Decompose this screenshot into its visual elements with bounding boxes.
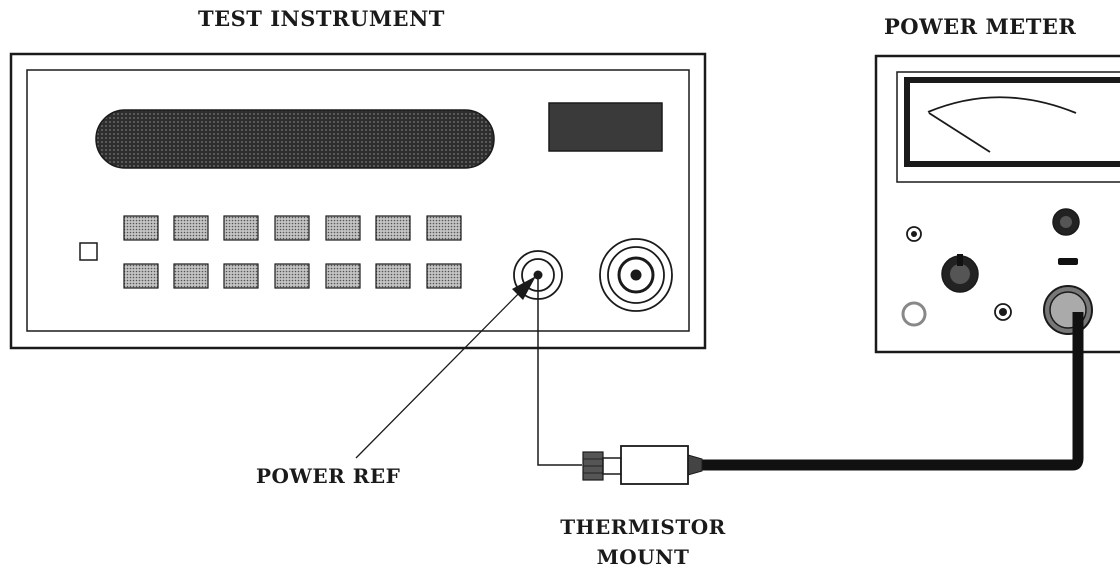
indicator-lamp [901,301,927,327]
power-switch [79,242,98,261]
keypad [123,215,462,289]
power-meter [874,54,1120,354]
key [173,215,209,241]
zero-switch [1058,258,1078,265]
mount-collar [602,457,622,475]
key [123,215,159,241]
test-instrument-title: TEST INSTRUMENT [198,6,445,31]
reference-cable [537,277,582,466]
key [375,263,411,289]
key [223,215,259,241]
power-ref-connector [513,250,563,300]
power-ref-label: POWER REF [256,464,401,488]
power-ref-arrowhead [512,276,536,300]
thermistor-mount-label-line2: MOUNT [596,545,690,569]
sensor-input-connector [1043,285,1093,335]
key [375,215,411,241]
power-ref-leader [355,281,531,459]
key [223,263,259,289]
display-window [548,102,663,152]
test-instrument [9,52,707,350]
key [274,263,310,289]
meter-jack [994,303,1012,321]
thermistor-mount-label: THERMISTOR MOUNT [536,512,750,572]
power-meter-title: POWER METER [884,14,1077,39]
key [325,263,361,289]
meter-needle [928,112,991,153]
meter-scale-arc [927,96,1077,114]
small-jack [906,226,922,242]
calibration-knob [1052,208,1080,236]
key [173,263,209,289]
range-knob [941,254,979,293]
rf-output-connector [599,238,673,312]
key [123,263,159,289]
key [426,215,462,241]
speaker-grille [95,109,495,169]
sensor-cable [696,312,1084,471]
key [426,263,462,289]
mount-body [620,445,689,485]
cable-strain-relief [687,454,703,476]
key [274,215,310,241]
thermistor-mount-label-line1: THERMISTOR [560,515,726,539]
meter-face [904,77,1120,167]
thermistor-mount [582,445,689,485]
key [325,215,361,241]
